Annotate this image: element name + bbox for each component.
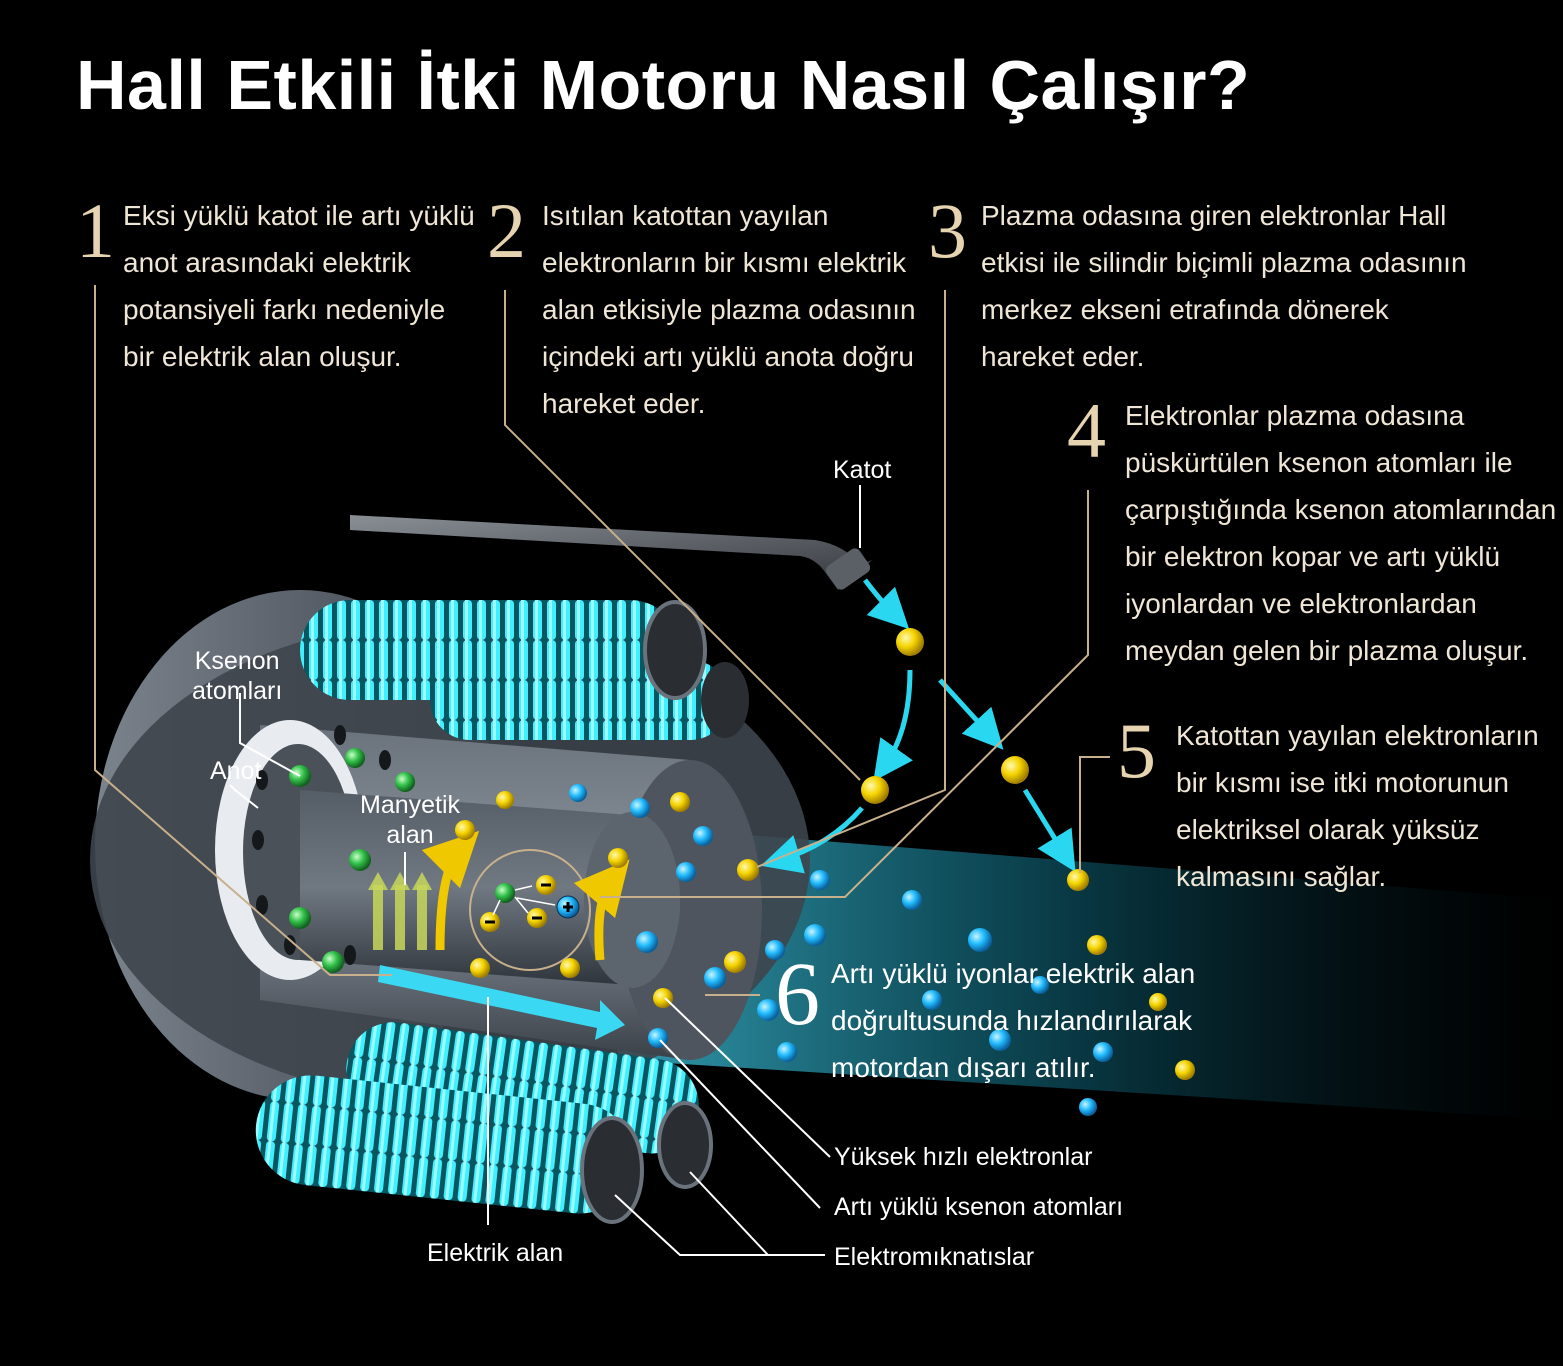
electromagnet-lower-front	[255, 1075, 635, 1214]
electrons	[455, 628, 1195, 1080]
label-ksenon-atomlari: Ksenon atomları	[192, 647, 283, 705]
label-katot: Katot	[833, 456, 892, 484]
electric-field-arrow	[378, 965, 625, 1040]
plasma-plume	[560, 820, 1563, 1120]
label-anot: Anot	[210, 757, 262, 785]
step-number: 4	[1067, 387, 1106, 474]
label-elektromiknatislar: Elektromıknatıslar	[834, 1243, 1035, 1271]
electron-drift-arc-right	[573, 859, 630, 961]
label-yuksek-hizli-elektronlar: Yüksek hızlı elektronlar	[834, 1143, 1093, 1171]
electromagnet-upper-front	[300, 600, 680, 700]
step-text: Isıtılan katottan yayılan elektronların …	[542, 200, 916, 419]
step-number: 6	[775, 945, 820, 1044]
step-number: 2	[487, 187, 526, 274]
step-number: 5	[1117, 707, 1156, 794]
ionization-detail	[485, 883, 580, 924]
leader-lines	[94, 285, 1110, 996]
step-text: Artı yüklü iyonlar elektrik alan doğrult…	[831, 958, 1196, 1083]
cathode-nozzle	[825, 548, 871, 590]
page-title: Hall Etkili İtki Motoru Nasıl Çalışır?	[76, 46, 1251, 124]
step-number: 1	[76, 187, 115, 274]
label-elektrik-alan: Elektrik alan	[427, 1239, 564, 1267]
cathode-tube	[350, 515, 872, 590]
step-text: Elektronlar plazma odasına püskürtülen k…	[1125, 400, 1557, 666]
anode-holes	[252, 725, 391, 965]
positive-ions	[569, 784, 1113, 1116]
label-arti-yuklu-ksenon: Artı yüklü ksenon atomları	[834, 1193, 1124, 1221]
step-number: 3	[928, 187, 967, 274]
label-pointer-lines	[229, 485, 861, 1256]
label-manyetik-alan: Manyetik alan	[360, 791, 461, 849]
magnetic-field-arrows	[373, 885, 427, 950]
step-text: Plazma odasına giren elektronlar Hall et…	[981, 200, 1467, 372]
step-text: Katottan yayılan elektronların bir kısmı…	[1176, 720, 1539, 892]
step-text: Eksi yüklü katot ile artı yüklü anot ara…	[123, 200, 475, 372]
electron-drift-arc-left	[421, 830, 480, 951]
